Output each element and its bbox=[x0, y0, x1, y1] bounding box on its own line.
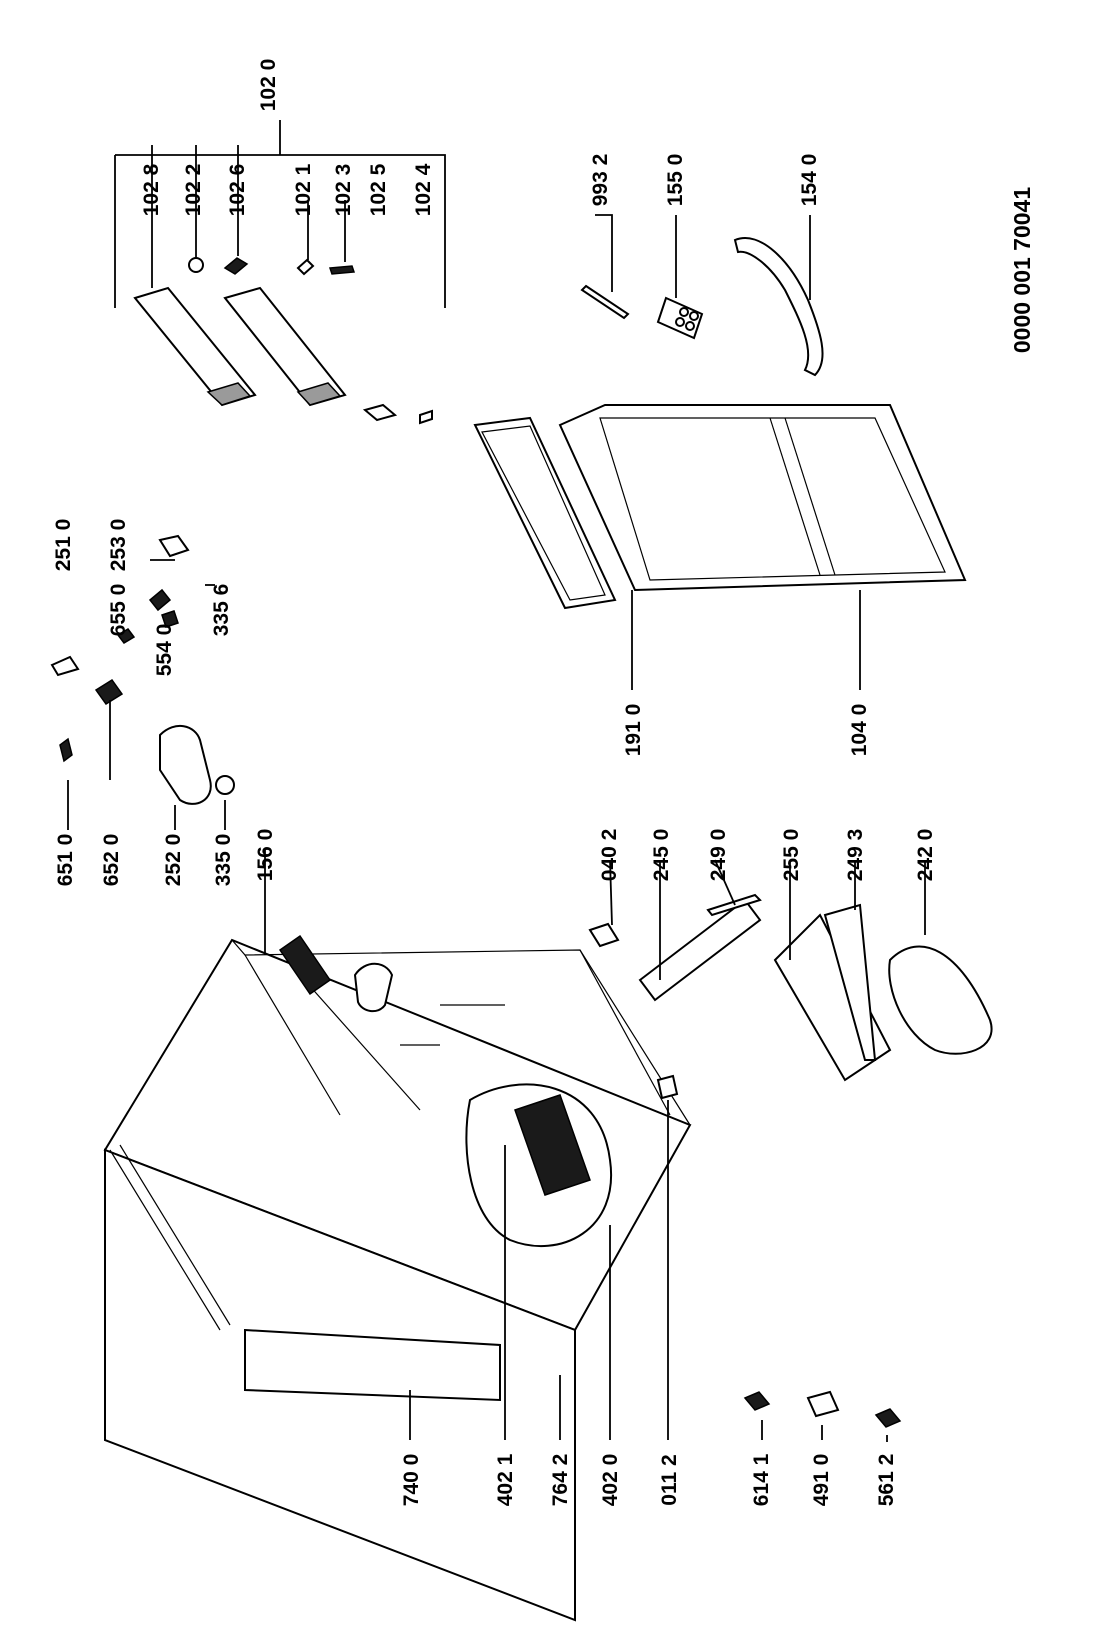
label-011-2: 011 2 bbox=[658, 1454, 681, 1505]
document-code: 0000 001 70041 bbox=[1009, 187, 1035, 353]
label-255-0: 255 0 bbox=[780, 829, 803, 882]
label-614-1: 614 1 bbox=[750, 1453, 773, 1506]
label-245-0: 245 0 bbox=[650, 829, 673, 882]
label-253-0: 253 0 bbox=[107, 519, 130, 572]
label-102-6: 102 6 bbox=[226, 164, 249, 217]
label-191-0: 191 0 bbox=[622, 704, 645, 757]
label-764-2: 764 2 bbox=[549, 1454, 572, 1507]
label-249-3: 249 3 bbox=[844, 829, 867, 882]
label-249-0: 249 0 bbox=[707, 829, 730, 882]
part-number-labels: 102 0 102 8 102 2 102 6 102 1 102 3 102 … bbox=[52, 59, 937, 1507]
leader-lines bbox=[264, 850, 669, 1440]
label-104-0: 104 0 bbox=[848, 704, 871, 757]
label-102-0: 102 0 bbox=[257, 59, 280, 112]
label-102-5: 102 5 bbox=[367, 163, 390, 216]
door-accessories bbox=[580, 214, 824, 377]
label-652-0: 652 0 bbox=[100, 834, 123, 887]
label-040-2: 040 2 bbox=[598, 829, 621, 882]
label-155-0: 155 0 bbox=[664, 154, 687, 207]
label-655-0: 655 0 bbox=[107, 584, 130, 637]
label-335-6: 335 6 bbox=[210, 584, 233, 637]
label-252-0: 252 0 bbox=[162, 834, 185, 887]
label-242-0: 242 0 bbox=[914, 829, 937, 882]
label-993-2: 993 2 bbox=[589, 154, 612, 207]
cabinet bbox=[103, 934, 692, 1622]
bottom-parts bbox=[743, 1390, 902, 1442]
label-102-4: 102 4 bbox=[412, 163, 435, 216]
label-740-0: 740 0 bbox=[400, 1454, 423, 1507]
shelves-group bbox=[114, 120, 446, 425]
label-561-2: 561 2 bbox=[875, 1454, 898, 1507]
label-102-2: 102 2 bbox=[182, 164, 205, 217]
label-335-0: 335 0 bbox=[212, 834, 235, 887]
label-102-8: 102 8 bbox=[140, 163, 163, 216]
door-assembly bbox=[473, 404, 967, 690]
label-251-0: 251 0 bbox=[52, 519, 75, 572]
label-651-0: 651 0 bbox=[54, 834, 77, 887]
label-554-0: 554 0 bbox=[153, 624, 176, 677]
control-parts bbox=[50, 534, 235, 830]
label-102-1: 102 1 bbox=[292, 163, 315, 216]
label-102-3: 102 3 bbox=[332, 164, 355, 217]
label-402-1: 402 1 bbox=[494, 1453, 517, 1506]
label-156-0: 156 0 bbox=[254, 829, 277, 882]
label-154-0: 154 0 bbox=[798, 154, 821, 207]
label-402-0: 402 0 bbox=[599, 1454, 622, 1507]
interior-accessories bbox=[588, 859, 993, 1082]
label-491-0: 491 0 bbox=[810, 1454, 833, 1507]
